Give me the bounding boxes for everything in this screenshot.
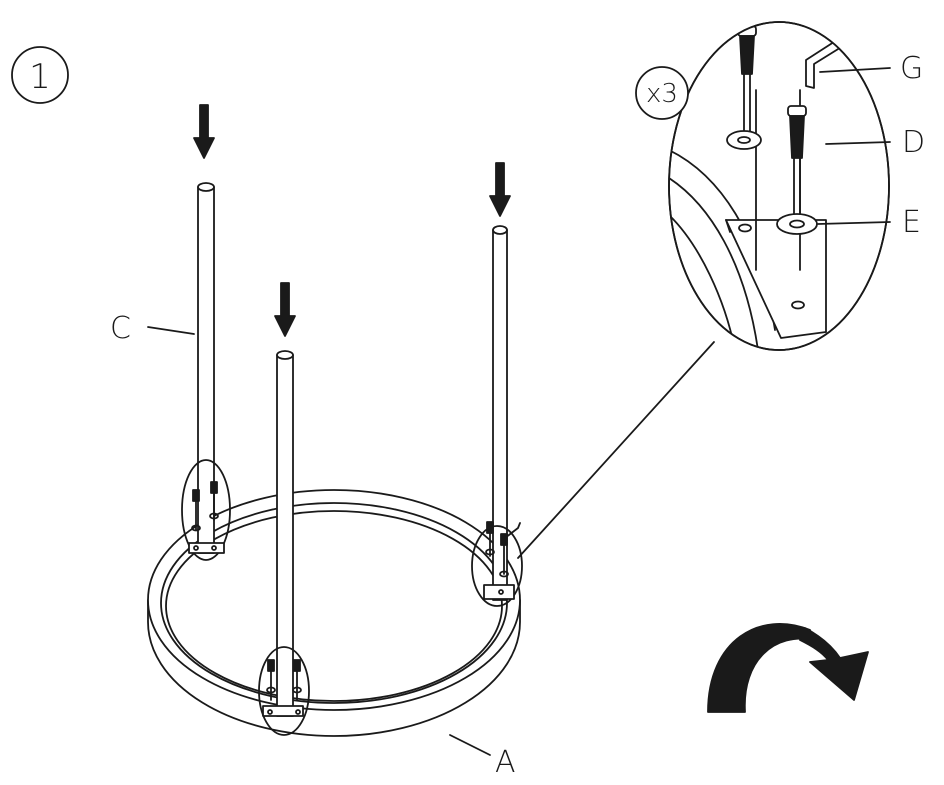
label-d: D: [902, 125, 925, 160]
leader-line-e: [817, 221, 891, 225]
magnifier-callout-circle: [668, 21, 890, 351]
label-a: A: [495, 745, 516, 780]
leader-line-c: [147, 326, 195, 335]
quantity-badge: [635, 66, 689, 120]
callout-connector-line: [517, 341, 715, 559]
step-number: 1: [29, 57, 51, 97]
down-arrow-icon: [274, 282, 296, 337]
step-number-badge: [11, 46, 69, 104]
label-e: E: [902, 205, 921, 240]
label-c: C: [110, 311, 131, 346]
quantity-label: x3: [646, 79, 678, 109]
label-g: G: [900, 51, 923, 86]
down-arrow-icon: [193, 104, 215, 159]
leader-line-d: [825, 141, 891, 145]
leader-line-a: [449, 734, 491, 756]
ring-part-a: [147, 489, 521, 737]
leg-c-left: [181, 182, 231, 561]
down-arrow-icon: [489, 162, 511, 217]
leg-c-right: [471, 225, 523, 607]
flip-over-arrow-icon: [707, 623, 869, 713]
leader-line-g: [819, 67, 891, 73]
leg-c-middle: [258, 350, 310, 736]
